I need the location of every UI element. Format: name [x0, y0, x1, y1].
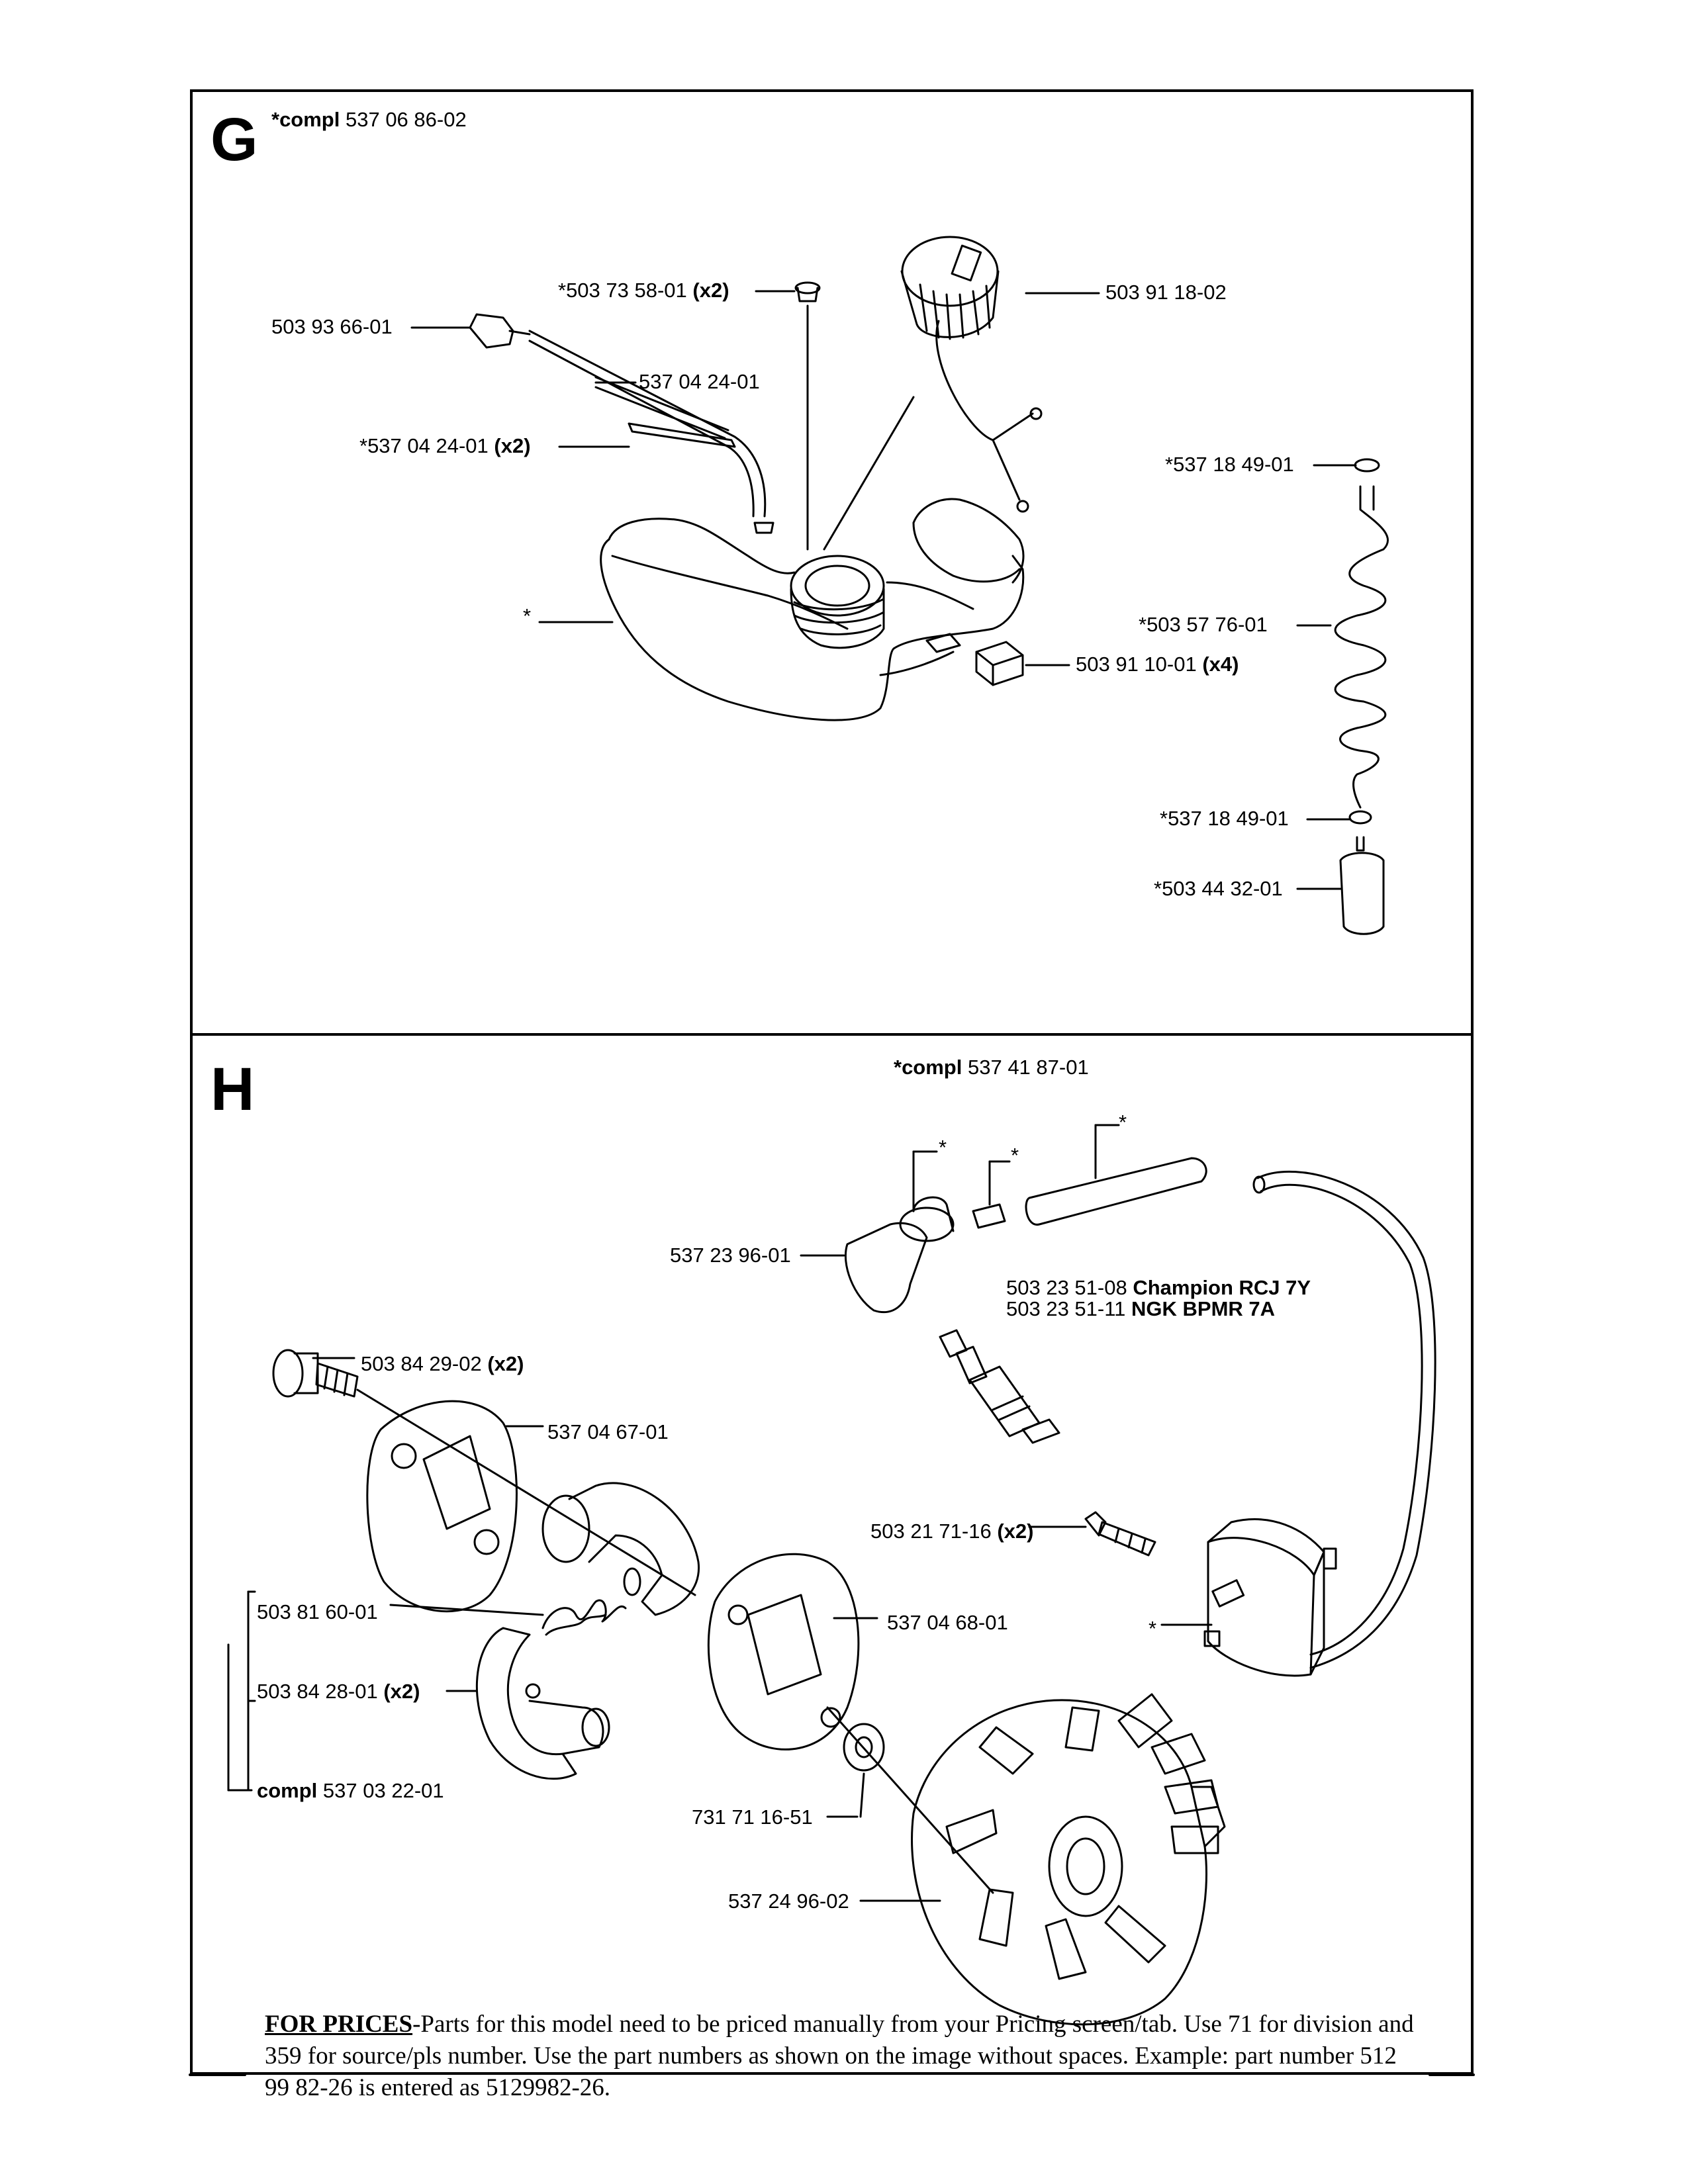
- module-screw-drawing: [1084, 1511, 1156, 1557]
- part-label-537-23-96-01: 537 23 96-01: [670, 1244, 791, 1267]
- part-label-star-3: *: [1119, 1111, 1127, 1134]
- part-label-537-04-67-01: 537 04 67-01: [547, 1420, 669, 1443]
- ignition-module-drawing: [1203, 1518, 1337, 1677]
- diagram-frame: [190, 89, 1474, 2075]
- part-label-503-21-71-16: 503 21 71-16 (x2): [870, 1520, 1034, 1543]
- fuel-pickup-hose-drawing: [1334, 458, 1389, 935]
- part-label-tank-asterisk: *: [523, 604, 532, 627]
- part-label-731-71-16-51: 731 71 16-51: [692, 1805, 813, 1829]
- part-label-503-57-76-01: *503 57 76-01: [1139, 613, 1268, 636]
- pricing-instructions: FOR PRICES-Parts for this model need to …: [265, 2009, 1423, 2104]
- flywheel-drawing: [911, 1693, 1226, 2026]
- part-label-537-24-96-02: 537 24 96-02: [728, 1889, 849, 1913]
- part-label-537-04-24-01: 537 04 24-01: [639, 370, 760, 393]
- part-label-503-73-58-01: *503 73 58-01 (x2): [558, 279, 729, 302]
- part-label-537-18-49-01-bottom: *537 18 49-01: [1160, 807, 1289, 830]
- part-label-503-91-18-02: 503 91 18-02: [1105, 281, 1227, 304]
- air-filter-grommet-drawing: [975, 641, 1024, 686]
- vent-valve-drawing: [753, 281, 821, 551]
- section-h-leader-lines: [227, 1254, 1213, 1902]
- part-label-compl-537-03-22-01: compl 537 03 22-01: [257, 1779, 444, 1802]
- part-label-503-44-32-01: *503 44 32-01: [1154, 877, 1283, 900]
- ignition-lead-drawing: [1252, 1170, 1436, 1669]
- clutch-spring-drawing: [541, 1599, 627, 1636]
- part-label-503-84-28-01: 503 84 28-01 (x2): [257, 1680, 420, 1703]
- section-h-letter: H: [211, 1056, 255, 1123]
- for-prices-heading: FOR PRICES: [265, 2011, 413, 2038]
- part-label-503-84-29-02: 503 84 29-02 (x2): [361, 1352, 524, 1375]
- part-label-537-04-24-01-x2: *537 04 24-01 (x2): [359, 434, 531, 457]
- washer-drawing: [826, 1706, 994, 1894]
- section-g-letter: G: [211, 106, 258, 173]
- part-label-star-1: *: [939, 1136, 947, 1159]
- fuel-tank-drawing: [600, 498, 1025, 721]
- part-label-star-2: *: [1011, 1144, 1019, 1167]
- pricing-instructions-body: -Parts for this model need to be priced …: [265, 2011, 1414, 2101]
- spark-plug-drawing: [939, 1329, 1060, 1444]
- clutch-hub-drawing: [541, 1482, 700, 1616]
- section-g-leader-lines: [410, 290, 1357, 890]
- part-label-537-18-49-01-top: *537 18 49-01: [1165, 453, 1294, 476]
- clutch-plate-2-drawing: [707, 1553, 860, 1751]
- part-label-star-4: *: [1149, 1617, 1157, 1640]
- fuel-hose-drawing: [469, 313, 767, 518]
- ignition-boot-drawing: [844, 1124, 1207, 1314]
- section-g-compl-label: *compl 537 06 86-02: [271, 108, 467, 131]
- part-label-503-93-66-01: 503 93 66-01: [271, 315, 393, 338]
- part-label-503-91-10-01: 503 91 10-01 (x4): [1076, 653, 1239, 676]
- part-label-503-81-60-01: 503 81 60-01: [257, 1600, 378, 1623]
- part-label-503-23-51-08: 503 23 51-08 Champion RCJ 7Y: [1006, 1276, 1311, 1299]
- part-label-537-04-68-01: 537 04 68-01: [887, 1611, 1008, 1634]
- clutch-screw-drawing: [272, 1349, 359, 1398]
- fuel-cap-drawing: [823, 236, 1043, 551]
- clutch-shoe-drawing: [475, 1627, 610, 1780]
- section-divider: [190, 1033, 1474, 1036]
- part-label-503-23-51-11: 503 23 51-11 NGK BPMR 7A: [1006, 1297, 1276, 1320]
- section-h-compl-label: *compl 537 41 87-01: [894, 1056, 1089, 1079]
- clutch-plate-1-drawing: [356, 1388, 696, 1613]
